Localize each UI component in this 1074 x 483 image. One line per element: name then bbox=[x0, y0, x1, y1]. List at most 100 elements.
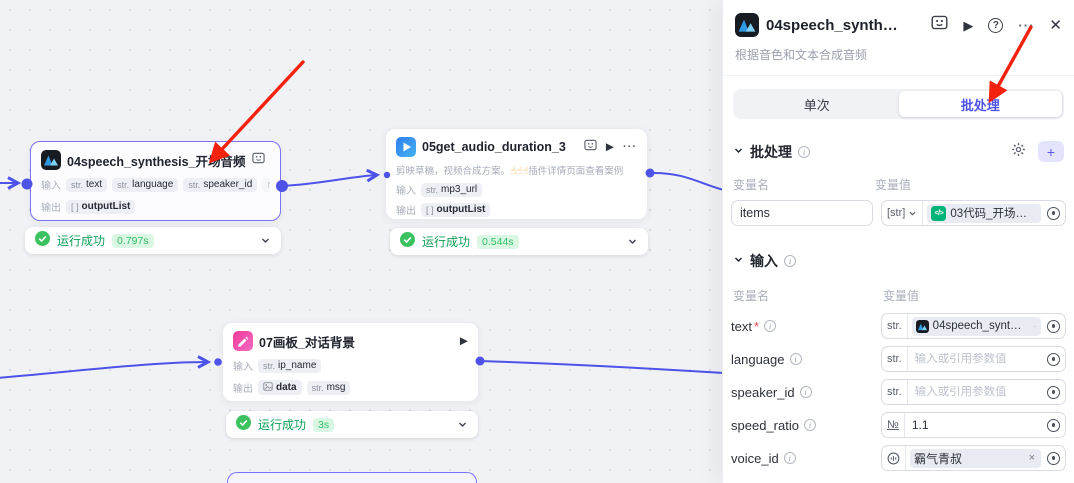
info-icon: i bbox=[803, 419, 816, 431]
locate-reference-icon[interactable] bbox=[1047, 206, 1060, 220]
duration-badge: 0.797s bbox=[112, 233, 154, 248]
image-type-icon bbox=[263, 381, 273, 394]
info-icon: i bbox=[799, 386, 812, 398]
input-tag: str.text bbox=[66, 177, 108, 192]
duration-badge: 3s bbox=[313, 417, 335, 432]
close-icon[interactable]: ✕ bbox=[1049, 17, 1062, 34]
tab-batch[interactable]: 批处理 bbox=[898, 91, 1062, 117]
run-result-icon[interactable] bbox=[584, 138, 597, 156]
speech-synthesis-node-icon bbox=[915, 319, 929, 333]
outputs-label: 输出 bbox=[233, 384, 253, 395]
add-variable-button[interactable]: + bbox=[1038, 141, 1064, 162]
speech-synthesis-node-icon bbox=[41, 150, 61, 170]
info-icon: i bbox=[789, 353, 802, 365]
node2-status-bar[interactable]: 运行成功 0.544s bbox=[390, 228, 648, 255]
voice-chip[interactable]: 霸气青叔 × bbox=[910, 448, 1041, 468]
status-text: 运行成功 bbox=[57, 234, 106, 248]
chevron-down-icon[interactable] bbox=[457, 419, 468, 430]
outputs-label: 输出 bbox=[41, 203, 61, 214]
node-07canvas-board[interactable]: 07画板_对话背景 ▶ 输入 str.ip_name 输出 data str.m… bbox=[222, 322, 479, 402]
col-variable-value: 变量值 bbox=[875, 178, 912, 192]
input-tag: str.speaker_id bbox=[183, 177, 258, 192]
locate-reference-icon[interactable] bbox=[1047, 352, 1060, 366]
settings-gear-icon[interactable] bbox=[1011, 142, 1026, 162]
info-icon: i bbox=[783, 452, 796, 464]
field-label-speaker-id: speaker_id i bbox=[731, 385, 881, 400]
success-check-icon bbox=[400, 231, 415, 252]
node3-input-port[interactable] bbox=[214, 358, 222, 366]
field-label-language: language i bbox=[731, 352, 881, 367]
mode-tabs: 单次 批处理 bbox=[733, 89, 1064, 119]
collapse-chevron-icon[interactable] bbox=[733, 143, 744, 161]
node-partial-bottom[interactable] bbox=[227, 472, 477, 483]
locate-reference-icon[interactable] bbox=[1047, 319, 1060, 333]
col-variable-name: 变量名 bbox=[733, 289, 770, 303]
panel-title: 04speech_synth… bbox=[766, 16, 898, 34]
speed-ratio-value-control[interactable]: № 1.1 bbox=[881, 412, 1066, 438]
chevron-down-icon[interactable] bbox=[260, 235, 271, 246]
tab-single[interactable]: 单次 bbox=[803, 97, 830, 113]
col-variable-name: 变量名 bbox=[733, 178, 770, 192]
remove-voice-icon[interactable]: × bbox=[1028, 452, 1035, 464]
status-text: 运行成功 bbox=[258, 418, 307, 432]
panel-more-icon[interactable]: ··· bbox=[1018, 17, 1035, 33]
input-section-title: 输入 bbox=[750, 253, 778, 269]
node1-status-bar[interactable]: 运行成功 0.797s bbox=[25, 227, 281, 254]
inputs-label: 输入 bbox=[396, 186, 416, 197]
pointing-up-icons: ☝☝☝ bbox=[510, 166, 529, 177]
voice-id-value-control[interactable]: 霸气青叔 × bbox=[881, 445, 1066, 471]
col-variable-value: 变量值 bbox=[883, 289, 920, 303]
output-tag: [ ]outputList bbox=[421, 202, 491, 217]
outputs-label: 输出 bbox=[396, 206, 416, 217]
batch-variable-name-input[interactable] bbox=[731, 200, 873, 226]
text-reference-chip[interactable]: 04speech_synt… · bbox=[911, 316, 1041, 336]
run-result-icon[interactable] bbox=[251, 151, 265, 169]
run-result-icon[interactable] bbox=[931, 15, 948, 35]
node-05get-audio-duration[interactable]: 05get_audio_duration_3 ▶ ··· 剪映草稿，视频合成方案… bbox=[385, 128, 648, 220]
info-icon: i bbox=[784, 255, 796, 267]
audio-duration-node-icon bbox=[396, 137, 416, 157]
type-dropdown[interactable]: [str] bbox=[882, 201, 924, 225]
panel-node-icon bbox=[735, 13, 759, 37]
locate-reference-icon[interactable] bbox=[1047, 451, 1060, 465]
speaker-id-input[interactable] bbox=[907, 386, 1045, 398]
input-tag: str.mp3_url bbox=[421, 182, 483, 197]
success-check-icon bbox=[236, 414, 251, 435]
chevron-down-icon[interactable] bbox=[627, 236, 638, 247]
run-node-icon[interactable]: ▶ bbox=[459, 334, 468, 347]
field-label-text: text* i bbox=[731, 319, 881, 334]
edge-node2-right[interactable] bbox=[649, 171, 725, 191]
canvas-board-node-icon bbox=[233, 331, 253, 351]
info-icon: i bbox=[764, 320, 777, 332]
locate-reference-icon[interactable] bbox=[1047, 385, 1060, 399]
node-title: 05get_audio_duration_3 bbox=[422, 140, 566, 154]
node-04speech-synthesis[interactable]: 04speech_synthesis_开场音频 ▶ ··· 输入 str.tex… bbox=[30, 141, 281, 221]
batch-value-chip[interactable]: </> 03代码_开场文案 · s bbox=[927, 203, 1041, 223]
speed-ratio-value[interactable]: 1.1 bbox=[911, 418, 929, 432]
edge-into-node3[interactable] bbox=[0, 355, 212, 379]
language-input[interactable] bbox=[907, 353, 1045, 365]
duration-badge: 0.544s bbox=[477, 234, 519, 249]
edge-node1-node2[interactable] bbox=[281, 168, 381, 187]
run-node-icon[interactable]: ▶ bbox=[963, 17, 974, 33]
language-value-control[interactable]: str. bbox=[881, 346, 1066, 372]
inputs-label: 输入 bbox=[233, 362, 253, 373]
edge-node3-right[interactable] bbox=[479, 360, 725, 374]
node-description: 剪映草稿，视频合成方案。☝☝☝插件详情页面查看案例 bbox=[396, 166, 624, 177]
inputs-label: 输入 bbox=[41, 181, 61, 192]
speaker-id-value-control[interactable]: str. bbox=[881, 379, 1066, 405]
locate-reference-icon[interactable] bbox=[1047, 418, 1060, 432]
text-value-control[interactable]: str. 04speech_synt… · bbox=[881, 313, 1066, 339]
info-icon: i bbox=[798, 145, 810, 158]
node-title: 07画板_对话背景 bbox=[259, 335, 355, 350]
input-tag: str.ip_name bbox=[258, 358, 322, 373]
batch-variable-value-control[interactable]: [str] </> 03代码_开场文案 · s bbox=[881, 200, 1066, 226]
help-icon[interactable]: ? bbox=[988, 17, 1004, 33]
collapse-chevron-icon[interactable] bbox=[733, 252, 744, 270]
batch-section-title: 批处理 bbox=[750, 143, 792, 160]
node-more-icon[interactable]: ··· bbox=[623, 141, 637, 153]
run-node-icon[interactable]: ▶ bbox=[605, 140, 614, 153]
divider bbox=[723, 75, 1074, 76]
node3-status-bar[interactable]: 运行成功 3s bbox=[226, 411, 478, 438]
